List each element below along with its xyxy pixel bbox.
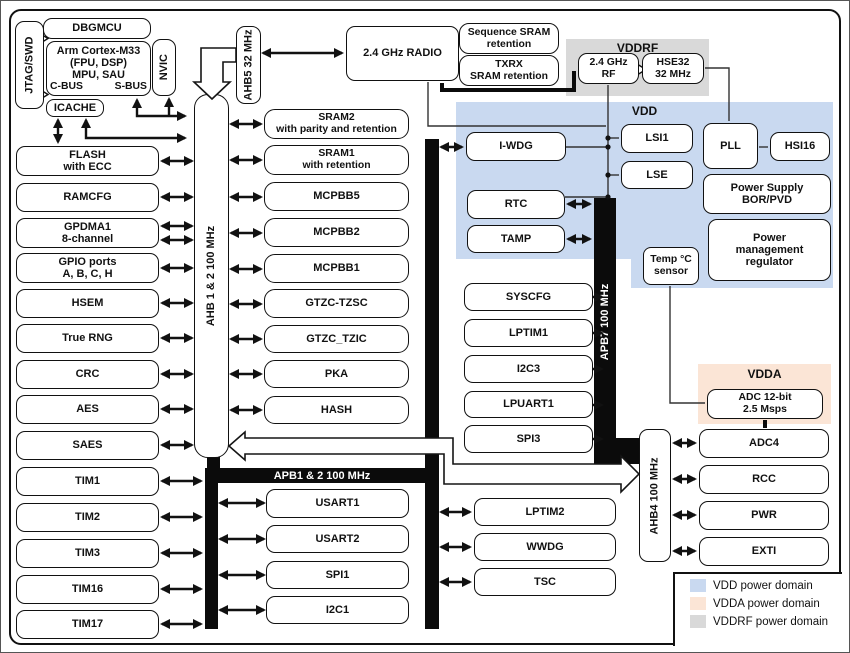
block-tamp: TAMP [467,225,565,253]
cortex-cbus-label: C-BUS [50,80,83,92]
block-jtag-swd: JTAG/SWD [15,21,44,109]
fat-hollow-arrows [191,47,641,494]
vddrf-swatch [690,615,706,628]
ahb12-ahb4-arrow [227,430,641,494]
block-nvic: NVIC [152,39,176,96]
block-true-rng: True RNG [16,324,159,353]
cortex-sbus-label: S-BUS [114,80,147,92]
block-i2c1: I2C1 [266,596,409,624]
block-lptim1: LPTIM1 [464,319,593,347]
apb12-bus-bar: APB1 & 2 100 MHz [205,468,439,483]
legend-vdda-label: VDDA power domain [713,597,820,610]
block-exti: EXTI [699,537,829,566]
block-gtzc-tzsc: GTZC-TZSC [264,289,409,318]
block-tim16: TIM16 [16,575,159,604]
block-hsi16: HSI16 [770,132,830,161]
block-flash: FLASH with ECC [16,146,159,176]
block-temp-sensor: Temp °C sensor [643,247,699,285]
nvic-label: NVIC [157,54,170,81]
block-lpuart1: LPUART1 [464,391,593,418]
block-cortex-m33: Arm Cortex-M33 (FPU, DSP) MPU, SAU C-BUS… [46,41,151,96]
cortex-name: Arm Cortex-M33 [56,44,141,57]
block-tim2: TIM2 [16,503,159,532]
block-mcpbb5: MCPBB5 [264,182,409,211]
ahb12-bus: AHB 1 & 2 100 MHz [194,94,229,458]
block-gpdma1: GPDMA1 8-channel [16,218,159,248]
block-tim17: TIM17 [16,610,159,639]
cortex-fpu-dsp: (FPU, DSP) [70,56,127,69]
block-gpio-ports: GPIO ports A, B, C, H [16,253,159,283]
junction-dots [605,135,611,200]
block-mcpbb1: MCPBB1 [264,254,409,283]
block-power-supply: Power Supply BOR/PVD [703,174,831,214]
block-power-mgmt-regulator: Power management regulator [708,219,831,281]
ahb-apb-stub [207,456,220,470]
legend-item-vddrf: VDDRF power domain [690,615,842,628]
block-wwdg: WWDG [474,533,616,561]
block-spi1: SPI1 [266,561,409,589]
block-iwdg: I-WDG [466,132,566,161]
block-tim1: TIM1 [16,467,159,496]
block-tim3: TIM3 [16,539,159,568]
block-radio: 2.4 GHz RADIO [346,26,459,81]
vdda-swatch [690,597,706,610]
block-syscfg: SYSCFG [464,283,593,311]
vddrf-label: VDDRF [616,41,659,55]
block-mcpbb2: MCPBB2 [264,218,409,247]
vdd-swatch [690,579,706,592]
legend-item-vdd: VDD power domain [690,579,842,592]
block-dbgmcu: DBGMCU [43,18,151,39]
block-saes: SAES [16,431,159,460]
block-adc4: ADC4 [699,429,829,458]
block-hse32: HSE32 32 MHz [642,53,704,84]
block-gtzc-tzic: GTZC_TZIC [264,325,409,353]
thick-connectors [440,71,767,428]
double-arrows [52,47,698,630]
ahb5-matrix-arrow [191,47,237,101]
apb12-bus-label: APB1 & 2 100 MHz [273,469,371,482]
block-sram2: SRAM2 with parity and retention [264,109,409,139]
apb12-left-bus [205,468,218,629]
block-rtc: RTC [467,190,565,219]
block-pll: PLL [703,123,758,169]
apb7-bus: APB7 100 MHz [594,198,616,446]
block-adc-12bit: ADC 12-bit 2.5 Msps [707,389,823,419]
block-pka: PKA [264,360,409,388]
block-rcc: RCC [699,465,829,494]
block-usart2: USART2 [266,525,409,553]
block-hash: HASH [264,396,409,424]
block-hsem: HSEM [16,289,159,318]
block-lptim2: LPTIM2 [474,498,616,526]
legend: VDD power domain VDDA power domain VDDRF… [673,572,842,646]
cortex-mpu-sau: MPU, SAU [72,68,125,81]
block-pwr: PWR [699,501,829,530]
vdd-label: VDD [631,104,658,118]
block-txrx-sram: TXRX SRAM retention [459,55,559,86]
jtag-swd-label: JTAG/SWD [23,36,36,94]
vdda-label: VDDA [747,367,782,381]
legend-vdd-label: VDD power domain [713,579,813,592]
block-lse: LSE [621,161,693,189]
block-sequence-sram: Sequence SRAM retention [459,23,559,54]
block-24ghz-rf: 2.4 GHz RF [578,53,639,84]
block-tsc: TSC [474,568,616,596]
block-aes: AES [16,395,159,424]
block-sram1: SRAM1 with retention [264,145,409,175]
block-crc: CRC [16,360,159,389]
legend-item-vdda: VDDA power domain [690,597,842,610]
ahb4-bus: AHB4 100 MHz [639,429,671,562]
block-i2c3: I2C3 [464,355,593,383]
block-icache: ICACHE [46,99,104,117]
thin-connectors [427,67,768,404]
block-spi3: SPI3 [464,425,593,453]
block-lsi1: LSI1 [621,124,693,153]
ahb5-bus: AHB5 32 MHz [236,26,261,104]
block-ramcfg: RAMCFG [16,183,159,212]
block-usart1: USART1 [266,489,409,518]
apb12-right-bus [425,139,439,629]
legend-vddrf-label: VDDRF power domain [713,615,829,628]
